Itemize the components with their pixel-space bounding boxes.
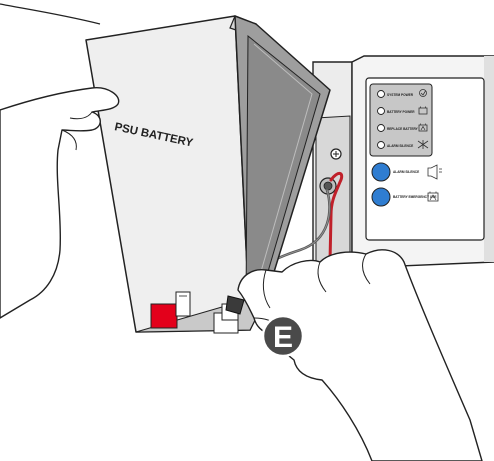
button-label: ALARM SILENCE bbox=[393, 170, 419, 174]
screw-icon bbox=[331, 149, 341, 159]
indicator-label: ALARM SILENCE bbox=[387, 144, 413, 148]
step-letter: E bbox=[273, 321, 293, 354]
led-indicator bbox=[378, 125, 385, 132]
psu-enclosure: SYSTEM POWER BATTERY POWER REPLACE BATTE… bbox=[313, 56, 494, 270]
indicator-label: SYSTEM POWER bbox=[387, 93, 414, 97]
indicator-label: BATTERY POWER bbox=[387, 110, 415, 114]
step-marker: E bbox=[263, 316, 303, 356]
button-label: BATTERY EMERGENCY USE bbox=[393, 195, 436, 199]
led-indicator bbox=[378, 142, 385, 149]
led-indicator bbox=[378, 108, 385, 115]
indicator-label: REPLACE BATTERY bbox=[387, 127, 419, 131]
led-indicator bbox=[378, 91, 385, 98]
